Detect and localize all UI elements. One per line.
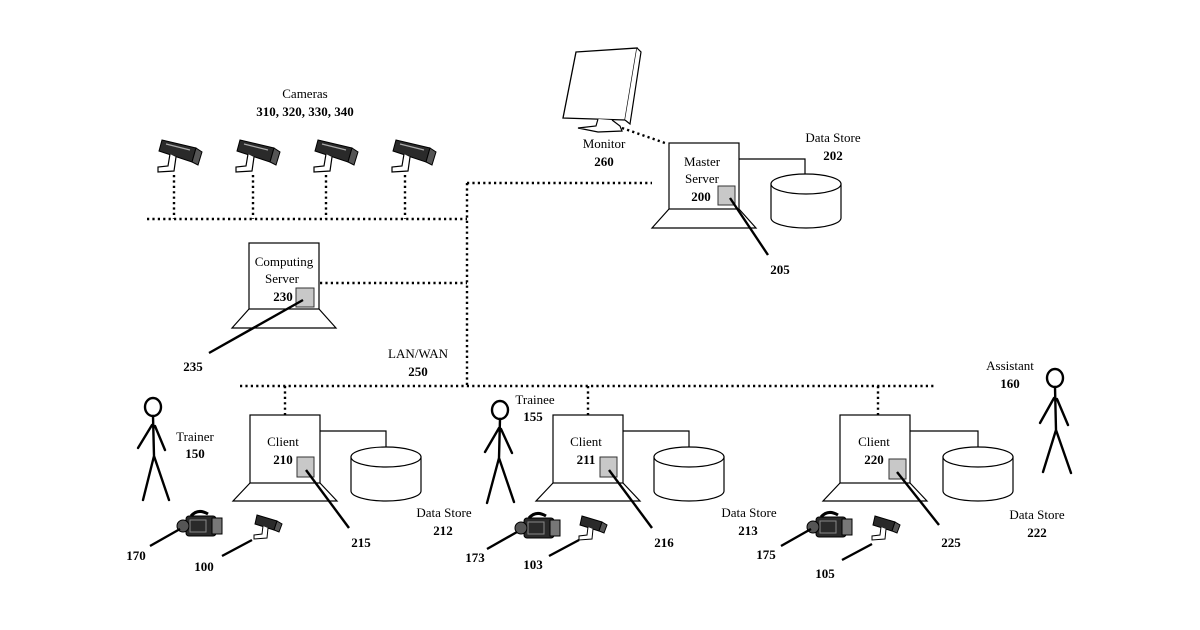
trainee-label: Trainee bbox=[515, 392, 554, 407]
processor-chip bbox=[889, 459, 906, 479]
monitor-number: 260 bbox=[594, 154, 614, 169]
camera-icon bbox=[314, 140, 358, 172]
client-pointer-number: 225 bbox=[941, 535, 961, 550]
camera-number: 103 bbox=[523, 557, 543, 572]
master-pointer-number: 205 bbox=[770, 262, 790, 277]
video-camera-icon bbox=[177, 511, 222, 536]
cameras-number: 310, 320, 330, 340 bbox=[256, 104, 354, 119]
cameras-title: Cameras bbox=[282, 86, 327, 101]
master-server-line1: Master bbox=[684, 154, 721, 169]
client-number: 220 bbox=[864, 452, 884, 467]
person-icon bbox=[492, 401, 508, 419]
computing-server-line2: Server bbox=[265, 271, 300, 286]
client-label: Client bbox=[267, 434, 299, 449]
camcorder-number: 175 bbox=[756, 547, 776, 562]
store-label: Data Store bbox=[416, 505, 471, 520]
video-camera-icon bbox=[515, 513, 560, 538]
trainer-figure: Trainer 150 bbox=[138, 398, 215, 500]
processor-chip bbox=[600, 457, 617, 477]
camera-icon bbox=[236, 140, 280, 172]
processor-chip bbox=[296, 288, 314, 307]
monitor: Monitor 260 bbox=[563, 48, 641, 169]
client-pointer-number: 216 bbox=[654, 535, 674, 550]
master-server-line2: Server bbox=[685, 171, 720, 186]
processor-chip bbox=[297, 457, 314, 477]
camcorder-number: 170 bbox=[126, 548, 146, 563]
assistant-label: Assistant bbox=[986, 358, 1034, 373]
trainee-figure: Trainee 155 bbox=[485, 392, 555, 503]
trainee-number: 155 bbox=[523, 409, 543, 424]
store-label: Data Store bbox=[1009, 507, 1064, 522]
client-label: Client bbox=[570, 434, 602, 449]
trainer-number: 150 bbox=[185, 446, 205, 461]
client-220-cameras: 175 105 bbox=[756, 512, 900, 581]
store-number: 212 bbox=[433, 523, 453, 538]
assistant-number: 160 bbox=[1000, 376, 1020, 391]
computing-server-number: 230 bbox=[273, 289, 293, 304]
camcorder-number: 173 bbox=[465, 550, 485, 565]
store-number: 222 bbox=[1027, 525, 1047, 540]
client-211-cameras: 173 103 bbox=[465, 513, 607, 572]
computing-server-line1: Computing bbox=[255, 254, 314, 269]
client-label: Client bbox=[858, 434, 890, 449]
camera-network-line bbox=[147, 175, 467, 219]
master-data-store: Data Store 202 bbox=[771, 130, 861, 228]
master-server-number: 200 bbox=[691, 189, 711, 204]
client-210-cameras: 170 100 bbox=[126, 511, 282, 574]
computing-pointer-number: 235 bbox=[183, 359, 203, 374]
client-number: 211 bbox=[577, 452, 596, 467]
client-number: 210 bbox=[273, 452, 293, 467]
client-211-data-store: Data Store 213 bbox=[654, 447, 777, 538]
client-210-data-store: Data Store 212 bbox=[351, 447, 472, 538]
person-icon bbox=[145, 398, 161, 416]
camera-number: 105 bbox=[815, 566, 835, 581]
cameras-group: Cameras 310, 320, 330, 340 bbox=[158, 86, 436, 172]
computing-server: Computing Server 230 235 bbox=[183, 243, 336, 374]
camera-number: 100 bbox=[194, 559, 214, 574]
network-label: LAN/WAN bbox=[388, 346, 449, 361]
video-camera-icon bbox=[807, 512, 852, 537]
master-store-number: 202 bbox=[823, 148, 843, 163]
camera-icon bbox=[579, 516, 607, 540]
person-icon bbox=[1047, 369, 1063, 387]
camera-icon bbox=[158, 140, 202, 172]
camera-icon bbox=[254, 515, 282, 539]
lan-wan-backbone bbox=[240, 128, 934, 415]
camera-icon bbox=[392, 140, 436, 172]
master-store-label: Data Store bbox=[805, 130, 860, 145]
trainer-label: Trainer bbox=[176, 429, 214, 444]
store-label: Data Store bbox=[721, 505, 776, 520]
client-pointer-number: 215 bbox=[351, 535, 371, 550]
monitor-label: Monitor bbox=[583, 136, 626, 151]
store-number: 213 bbox=[738, 523, 758, 538]
network-number: 250 bbox=[408, 364, 428, 379]
monitor-icon bbox=[563, 48, 637, 120]
camera-icon bbox=[872, 516, 900, 540]
